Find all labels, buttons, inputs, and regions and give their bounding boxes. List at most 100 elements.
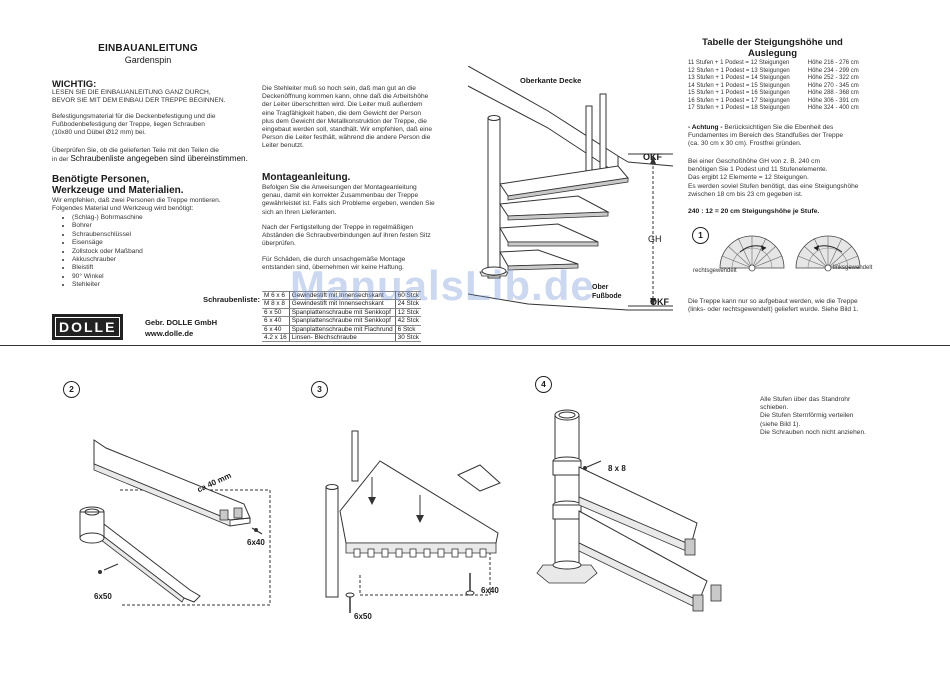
step-3-marker: 3 xyxy=(311,381,328,398)
screw-size: M 8 x 8 xyxy=(262,299,290,309)
document-title: EINBAUANLEITUNG xyxy=(98,43,198,54)
floor-label-1: Ober xyxy=(592,284,609,291)
text-line: der Leiter überschritten wird. Die Leite… xyxy=(262,101,423,109)
step-2-diagram xyxy=(79,439,271,606)
tool-list-item: 90° Winkel xyxy=(72,273,222,281)
screw-desc: Linsen- Blechschraube xyxy=(288,333,396,343)
liability-text: Für Schäden, die durch unsachgemäße Mont… xyxy=(262,256,467,272)
section-divider xyxy=(0,345,950,346)
screw-size: 4.2 x 16 xyxy=(262,333,290,343)
turn-direction-diagram xyxy=(719,235,861,272)
left-turn-label: linksgewendelt xyxy=(833,265,873,271)
okf-bottom-label: OKF xyxy=(650,297,669,307)
tools-heading: Benötigte Personen, Werkzeuge und Materi… xyxy=(52,174,184,196)
tool-list-item: Schraubenschlüssel xyxy=(72,231,222,239)
text-line: Befolgen Sie die Anweisungen der Montage… xyxy=(262,184,417,191)
text-line: Es werden soviel Stufen benötigt, das ei… xyxy=(688,182,859,190)
step3-6x40-label: 6x40 xyxy=(481,586,499,595)
tool-list-item: Zollstock oder Maßband xyxy=(72,248,222,256)
screw-desc: Spanplattenschraube mit Senkkopf xyxy=(288,308,396,318)
text-line: plus dem Gewicht der Metallkonstruktion … xyxy=(262,117,427,125)
text-line: Die Stufen Sternförmig verteilen xyxy=(760,412,854,420)
text-line: Leiter benutzt. xyxy=(262,142,304,150)
stair-table-title: Tabelle der Steigungshöhe und Auslegung xyxy=(702,37,843,59)
floor-label-2: Fußbode xyxy=(592,293,622,300)
stair-row: 12 Stufen + 1 Podest = 13 Steigungen Höhe… xyxy=(688,68,863,76)
important-text: LESEN SIE DIE EINBAUANLEITUNG GANZ DURCH… xyxy=(52,89,226,105)
text-line: Die Schrauben noch nicht anziehen. xyxy=(760,428,866,436)
tools-text: Wir empfehlen, daß zwei Personen die Tre… xyxy=(52,197,221,213)
check-parts-text: Überprüfen Sie, ob die gelieferten Teile… xyxy=(52,147,248,164)
check-screws-text: Nach der Fertigstellung der Treppe in re… xyxy=(262,224,467,249)
assembly-heading: Montageanleitung. xyxy=(262,172,351,183)
text-line: Deckenöffnung kommen kann, ohne daß die … xyxy=(262,93,429,101)
tool-list-item: Bleistift xyxy=(72,264,222,272)
screw-desc: Spanplattenschraube mit Senkkopf xyxy=(288,316,396,326)
text-line: Alle Stufen über das Standrohr xyxy=(760,396,851,403)
ladder-text: Die Stehleiter muß so hoch sein, daß man… xyxy=(262,85,467,151)
tool-list-item: Akkuschrauber xyxy=(72,256,222,264)
calculation-example: Bei einer Geschoßhöhe GH von z. B. 240 c… xyxy=(688,158,888,199)
stair-height: Höhe 234 - 299 cm xyxy=(807,67,859,74)
step-4-diagram xyxy=(536,409,722,612)
text-line: Bei einer Geschoßhöhe GH von z. B. 240 c… xyxy=(688,158,820,165)
stair-steps: 12 Stufen + 1 Podest = 13 Steigungen xyxy=(688,67,790,74)
step2-6x40-label: 6x40 xyxy=(247,538,265,547)
product-name: Gardenspin xyxy=(124,55,172,65)
text-line: Für Schäden, die durch unsachgemäße Mont… xyxy=(262,256,406,263)
important-heading: WICHTIG: xyxy=(52,79,97,90)
tool-list-item: Bohrer xyxy=(72,222,222,230)
stair-height: Höhe 324 - 400 cm xyxy=(807,105,859,111)
text-line: Die Stehleiter muß so hoch sein, daß man… xyxy=(262,85,416,92)
company-name: Gebr. DOLLE GmbH xyxy=(145,318,218,327)
screw-qty: 6 Stck xyxy=(395,325,421,335)
stair-row: 17 Stufen + 1 Podest = 18 Steigungen Höhe… xyxy=(688,105,863,113)
stair-steps: 16 Stufen + 1 Podest = 17 Steigungen xyxy=(688,97,790,104)
ceiling-label: Oberkante Decke xyxy=(520,76,582,85)
attention-note: - Achtung - Berücksichtigen Sie die Eben… xyxy=(688,124,844,148)
tool-list-item: Eisensäge xyxy=(72,239,222,247)
text-line: Das ergibt 12 Elemente = 12 Steigungen. xyxy=(688,174,809,182)
text-line: eingebaut werden soll, standhält. Wir em… xyxy=(262,126,433,134)
screw-desc: Gewindestift mit Innensechskant xyxy=(288,299,396,309)
mounting-material-text: Befestigungsmaterial für die Deckenbefes… xyxy=(52,113,216,137)
gh-label: GH xyxy=(648,234,662,244)
screw-desc: Gewindestift mit Innensechskant xyxy=(288,291,396,301)
stair-row: 14 Stufen + 1 Podest = 15 Steigungen Höhe… xyxy=(688,83,863,91)
watermark: ManualsLib.de xyxy=(290,262,595,309)
step-1-marker: 1 xyxy=(692,227,709,244)
screw-qty: 42 Stck xyxy=(395,316,421,326)
screw-qty: 60 Stck xyxy=(395,291,421,301)
stair-overview-diagram xyxy=(468,66,674,311)
text-line: benötigen Sie 1 Podest und 11 Stufenelem… xyxy=(688,166,828,174)
step3-6x50-label: 6x50 xyxy=(354,612,372,621)
text-line: Person die Leiter festhält, während die … xyxy=(262,134,431,142)
screw-size: 6 x 40 xyxy=(262,316,290,326)
stair-height: Höhe 270 - 345 cm xyxy=(807,82,859,89)
stair-steps: 14 Stufen + 1 Podest = 15 Steigungen xyxy=(688,82,790,89)
railing-post xyxy=(599,93,607,173)
screw-qty: 24 Stck xyxy=(395,299,421,309)
text-line: Nach der Fertigstellung der Treppe in re… xyxy=(262,224,414,231)
tools-list: (Schlag-) BohrmaschineBohrerSchraubensch… xyxy=(62,214,222,290)
right-turn-label: rechtsgewendelt xyxy=(693,268,737,274)
step-3-diagram xyxy=(325,430,501,613)
text-line: zwischen 18 cm bis 23 cm gegeben ist. xyxy=(688,190,803,198)
stair-steps: 13 Stufen + 1 Podest = 14 Steigungen xyxy=(688,75,790,81)
stair-height: Höhe 216 - 276 cm xyxy=(807,60,859,66)
assembly-text: Befolgen Sie die Anweisungen der Montage… xyxy=(262,184,467,217)
okf-top-label: OKF xyxy=(643,152,662,162)
stair-steps: 17 Stufen + 1 Podest = 18 Steigungen xyxy=(688,105,790,111)
step2-6x50-label: 6x50 xyxy=(94,592,112,601)
screw-list-label: Schraubenliste: xyxy=(203,295,260,304)
text-line: (siehe Bild 1). xyxy=(760,420,801,428)
text-line: sich an Ihren Lieferanten. xyxy=(262,208,337,216)
ceiling-edge-line xyxy=(468,66,629,163)
